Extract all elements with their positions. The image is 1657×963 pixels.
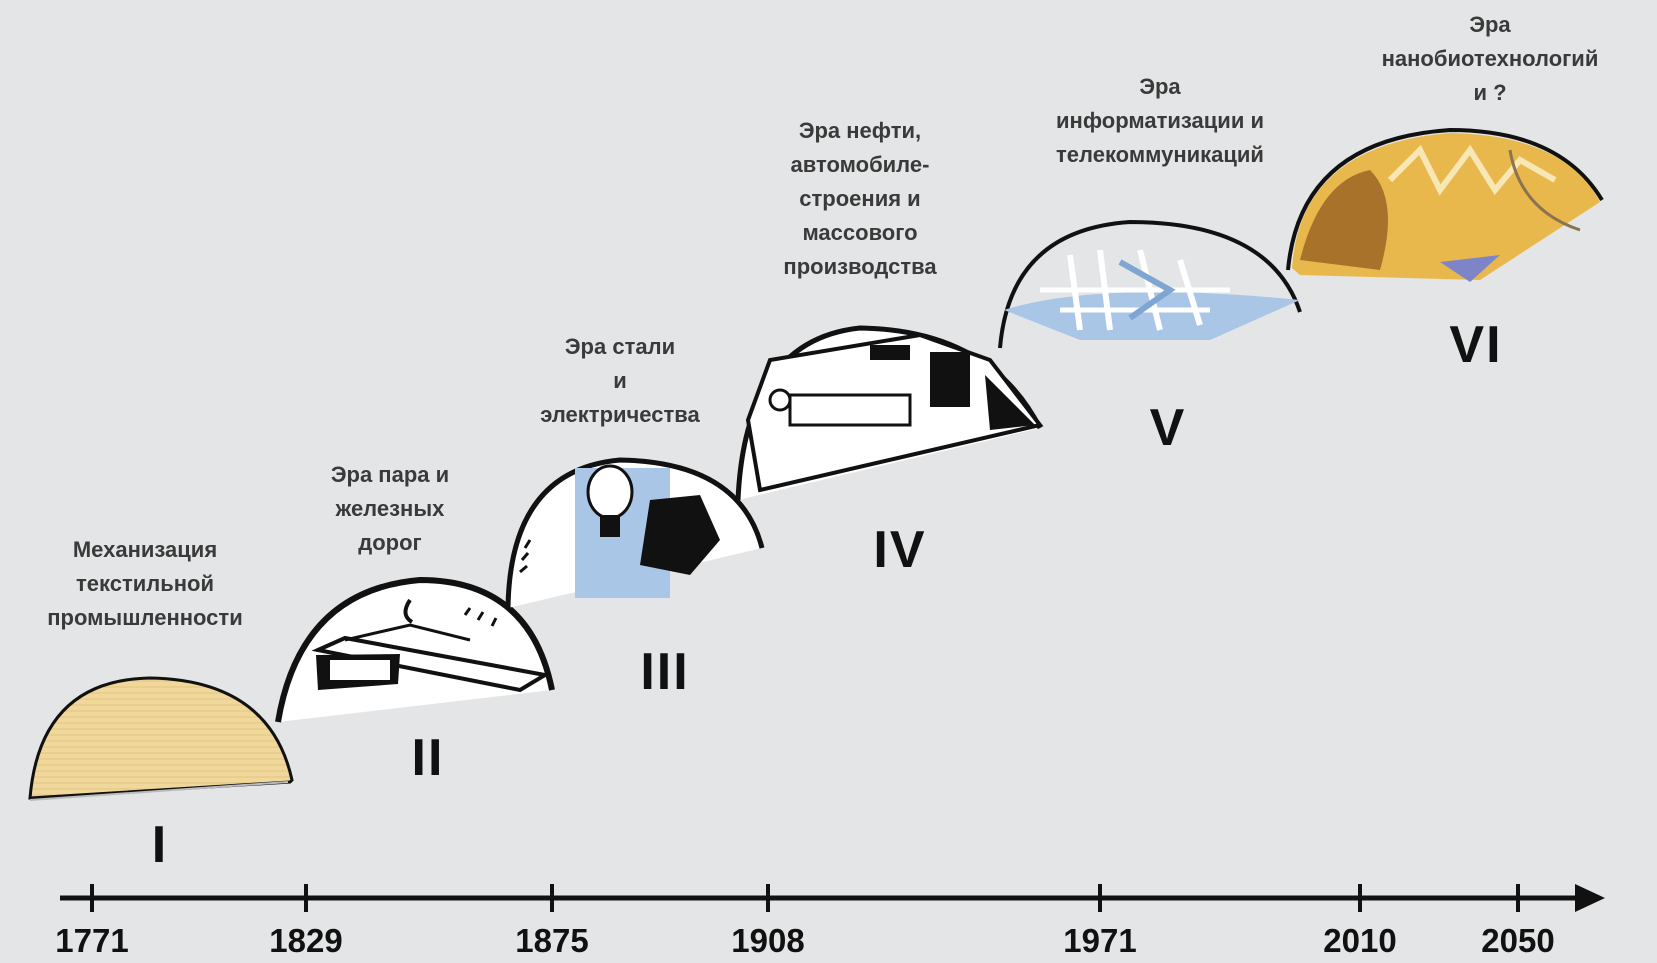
era-label-5: Эра информатизации и телекоммуникаций: [1056, 74, 1264, 168]
ambulance-icon: [745, 332, 1044, 493]
era-label-2: Эра пара и железных дорог: [330, 462, 450, 556]
steel-beam-icon: [311, 598, 551, 693]
era-numeral-6: VI: [1449, 316, 1503, 374]
year-label: 1908: [731, 922, 805, 959]
axis-arrow: [1575, 884, 1605, 912]
era-2-dome: [275, 576, 555, 723]
era-numeral-2: II: [411, 729, 445, 787]
year-label: 1829: [269, 922, 343, 959]
era-label-4: Эра нефти, автомобиле- строения и массов…: [783, 118, 937, 280]
era-5-dome: [998, 219, 1302, 349]
era-4-dome: [735, 325, 1044, 501]
era-label-1: Механизация текстильной промышленности: [47, 537, 243, 631]
axis-ticks: [90, 884, 1520, 912]
era-label-6: Эра нанобиотехнологий и ?: [1381, 12, 1599, 106]
era-label-3: Эра стали и электричества: [540, 334, 700, 428]
lightbulb-icon: [519, 464, 720, 598]
year-label: 2010: [1323, 922, 1397, 959]
year-label: 1971: [1063, 922, 1137, 959]
era-1-dome: [28, 676, 294, 801]
year-label: 1875: [515, 922, 589, 959]
era-6-dome: [1286, 127, 1604, 282]
nanobio-icon: [1292, 133, 1600, 282]
timeline-axis: [60, 884, 1605, 912]
circuit-icon: [1004, 249, 1300, 340]
era-numeral-1: I: [151, 816, 169, 874]
era-3-dome: [505, 457, 765, 609]
era-numeral-3: III: [640, 643, 690, 701]
era-numeral-5: V: [1149, 399, 1187, 457]
year-label: 1771: [55, 922, 129, 959]
year-label: 2050: [1481, 922, 1555, 959]
era-numeral-4: IV: [873, 521, 927, 579]
